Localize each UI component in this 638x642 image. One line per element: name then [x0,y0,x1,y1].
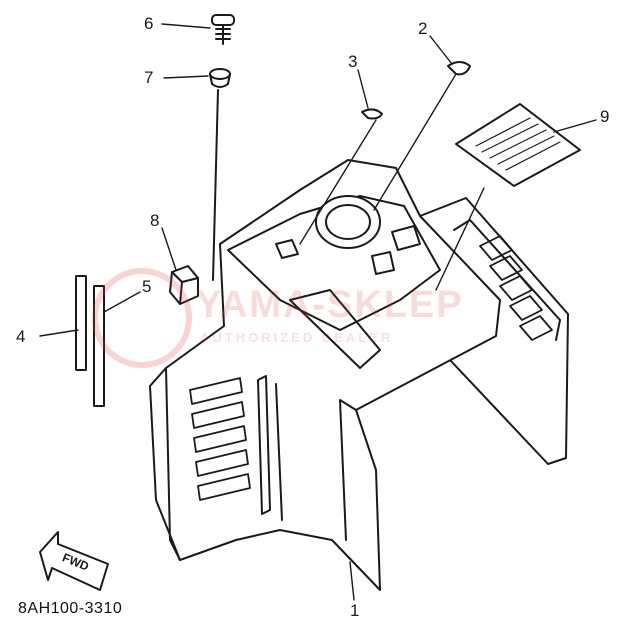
label-part-9 [455,103,581,187]
watermark-brand: YAMA-SKLEP [196,284,464,326]
callout-6: 6 [144,14,154,33]
watermark-logo [92,268,192,368]
strip-part-4 [75,275,87,371]
callout-4: 4 [16,327,26,346]
callout-9: 9 [600,107,610,126]
clip-part-2 [447,61,471,76]
callout-3: 3 [348,52,358,71]
clip-part-3 [361,108,383,120]
fwd-arrow-icon [39,531,109,591]
callout-2: 2 [418,19,428,38]
callout-7: 7 [144,68,154,87]
cover-part-1 [149,159,569,591]
watermark-tagline: AUTHORIZED DEALER [200,330,394,345]
callout-5: 5 [142,277,152,296]
screw-part-6 [211,14,235,45]
callout-8: 8 [150,211,160,230]
grommet-part-7 [209,68,231,88]
callout-1: 1 [350,601,360,620]
part-code: 8AH100-3310 [18,600,123,617]
